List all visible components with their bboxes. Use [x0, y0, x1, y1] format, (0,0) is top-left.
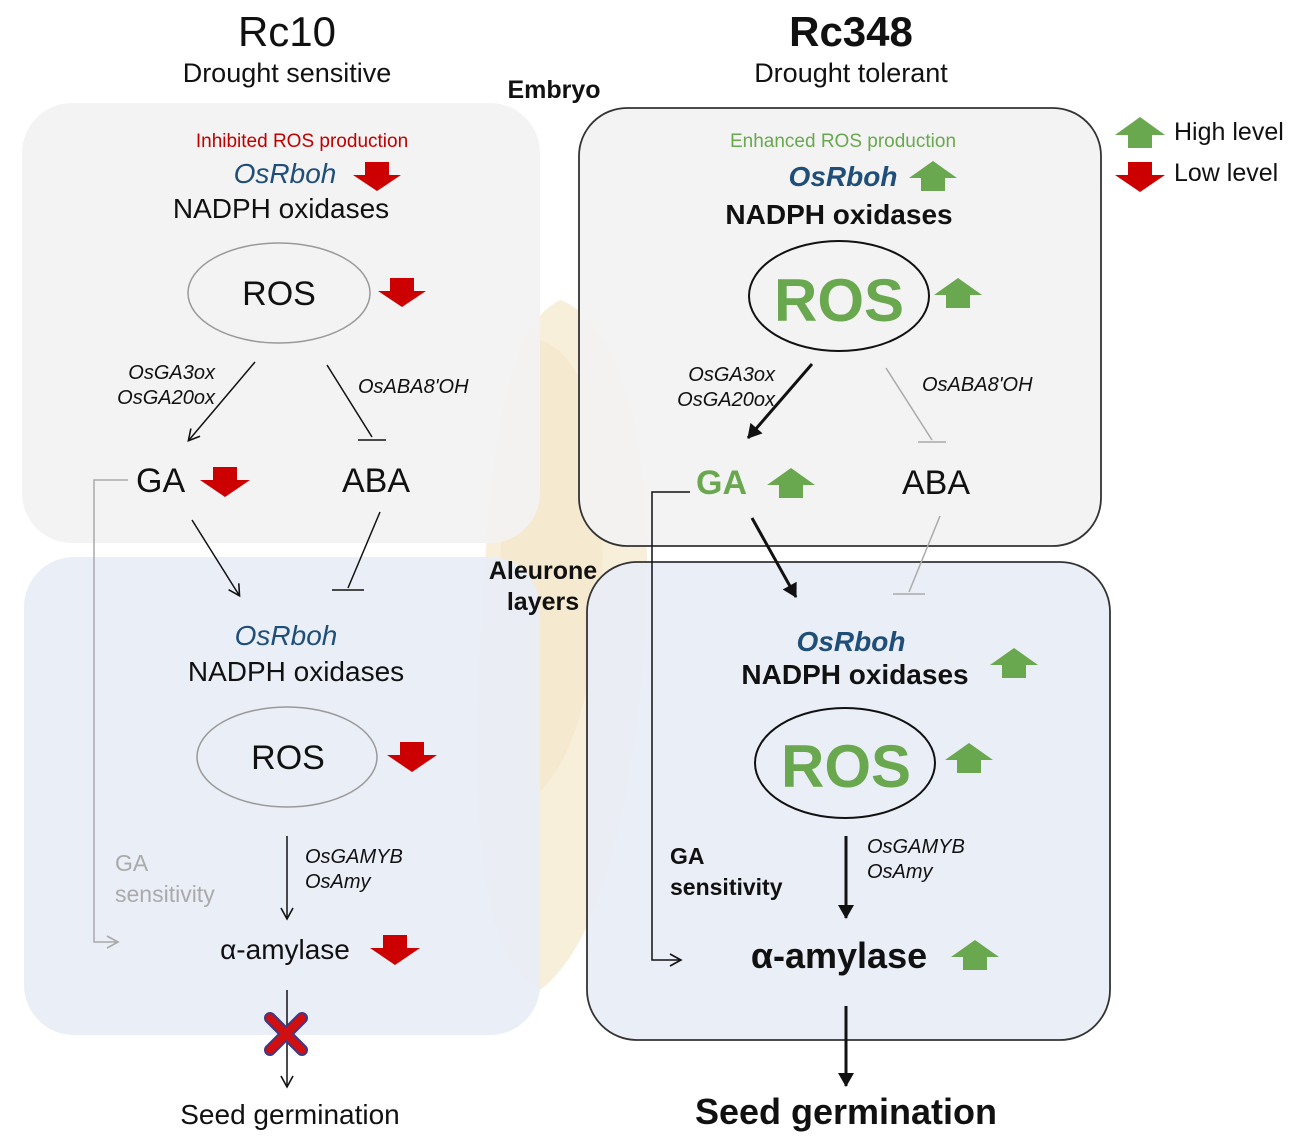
- right-embryo-ros-ellipse: [748, 240, 930, 352]
- right-ros-inhibits-aba: [885, 367, 946, 443]
- left-ga-sensitivity-arrow: [93, 479, 128, 949]
- left-ros-to-ga-arrow: [187, 361, 256, 443]
- right-embryo-rboh-up-arrow-icon: [909, 161, 957, 191]
- right-amy-gene-1: OsGAMYB: [867, 836, 965, 858]
- left-column-subtitle: Drought sensitive: [182, 58, 392, 88]
- left-aleurone-ros-down-arrow-icon: [387, 742, 437, 772]
- legend-up-arrow-icon: [1115, 117, 1165, 148]
- left-aleurone-gene: OsRboh: [234, 620, 338, 651]
- left-amy-gene-2: OsAmy: [305, 871, 371, 893]
- left-embryo-ros: ROS: [242, 275, 316, 313]
- left-column-title: Rc10: [237, 8, 337, 55]
- right-column-title: Rc348: [789, 8, 913, 55]
- left-ga-sensitivity-label: GA sensitivity: [115, 850, 215, 907]
- right-aba-inhibits-aleurone: [893, 515, 941, 595]
- left-ros-inhibits-aba: [326, 364, 386, 441]
- embryo-section-label: Embryo: [507, 76, 601, 104]
- right-amy-gene-2: OsAmy: [867, 861, 933, 883]
- left-aleurone-panel: [24, 557, 540, 1035]
- right-aleurone-enzyme: NADPH oxidases: [741, 659, 969, 690]
- right-embryo-enzyme: NADPH oxidases: [725, 199, 953, 230]
- left-embryo-panel: [22, 103, 540, 543]
- right-ros-to-ga-arrow: [746, 363, 814, 439]
- left-aleurone-ros-ellipse: [196, 706, 378, 808]
- right-amy-genes: OsGAMYB OsAmy: [867, 835, 965, 885]
- right-outcome-label: Seed germination: [694, 1091, 998, 1132]
- left-amy-gene-1: OsGAMYB: [305, 846, 403, 868]
- left-ga-gene-2: OsGA20ox: [117, 387, 215, 409]
- right-embryo-ros: ROS: [773, 267, 905, 334]
- right-ga-sensitivity-arrow: [651, 491, 690, 967]
- left-ga-down-arrow-icon: [200, 467, 250, 497]
- left-embryo-ros-down-arrow-icon: [378, 278, 426, 307]
- right-embryo-ros-up-arrow-icon: [934, 278, 982, 308]
- right-embryo-gene: OsRboh: [788, 161, 898, 192]
- left-amylase-label: α-amylase: [220, 934, 350, 965]
- legend-low-label: Low level: [1174, 159, 1279, 187]
- right-column-subtitle: Drought tolerant: [754, 58, 948, 88]
- left-aleurone-enzyme: NADPH oxidases: [187, 656, 405, 687]
- legend-high-label: High level: [1174, 118, 1284, 146]
- right-embryo-note: Enhanced ROS production: [729, 131, 957, 152]
- left-embryo-note: Inhibited ROS production: [195, 131, 409, 152]
- right-aba-label: ABA: [902, 464, 971, 502]
- right-ga-label: GA: [696, 464, 747, 502]
- left-aba-label: ABA: [342, 462, 411, 500]
- left-aba-gene: OsABA8'OH: [358, 376, 469, 398]
- right-aleurone-ros-up-arrow-icon: [945, 743, 993, 773]
- right-ga-genes: OsGA3ox OsGA20ox: [677, 363, 775, 413]
- left-aleurone-ros: ROS: [251, 739, 325, 777]
- blocked-x-icon: [264, 1012, 308, 1056]
- right-amylase-up-arrow-icon: [951, 940, 999, 970]
- left-ga-gene-1: OsGA3ox: [128, 362, 215, 384]
- left-ga-genes: OsGA3ox OsGA20ox: [117, 361, 215, 411]
- right-aleurone-panel: [586, 561, 1111, 1041]
- left-aba-inhibits-aleurone: [332, 511, 381, 591]
- left-outcome-label: Seed germination: [180, 1099, 400, 1130]
- left-embryo-enzyme: NADPH oxidases: [172, 193, 390, 224]
- right-aleurone-ros: ROS: [780, 733, 912, 800]
- right-ga-gene-1: OsGA3ox: [688, 364, 775, 386]
- right-ga-to-aleurone-arrow: [750, 517, 798, 598]
- right-ga-up-arrow-icon: [767, 468, 815, 498]
- right-amylase-label: α-amylase: [750, 935, 928, 976]
- right-aleurone-rboh-up-arrow-icon: [990, 648, 1038, 678]
- left-embryo-gene: OsRboh: [233, 158, 337, 189]
- left-amylase-down-arrow-icon: [370, 935, 420, 965]
- right-ga-sensitivity-label: GA sensitivity: [670, 843, 783, 900]
- left-ga-label: GA: [136, 462, 186, 500]
- right-ga-gene-2: OsGA20ox: [677, 389, 775, 411]
- left-embryo-rboh-down-arrow-icon: [353, 162, 401, 191]
- left-amy-genes: OsGAMYB OsAmy: [305, 845, 403, 895]
- right-aleurone-gene: OsRboh: [796, 626, 906, 657]
- left-ga-to-aleurone-arrow: [191, 519, 241, 598]
- legend-down-arrow-icon: [1115, 162, 1165, 192]
- right-aleurone-ros-ellipse: [754, 707, 936, 819]
- right-embryo-panel: [578, 107, 1102, 547]
- aleurone-section-label: Aleurone layers: [488, 557, 598, 616]
- left-embryo-ros-ellipse: [187, 242, 371, 344]
- right-aba-gene: OsABA8'OH: [922, 374, 1033, 396]
